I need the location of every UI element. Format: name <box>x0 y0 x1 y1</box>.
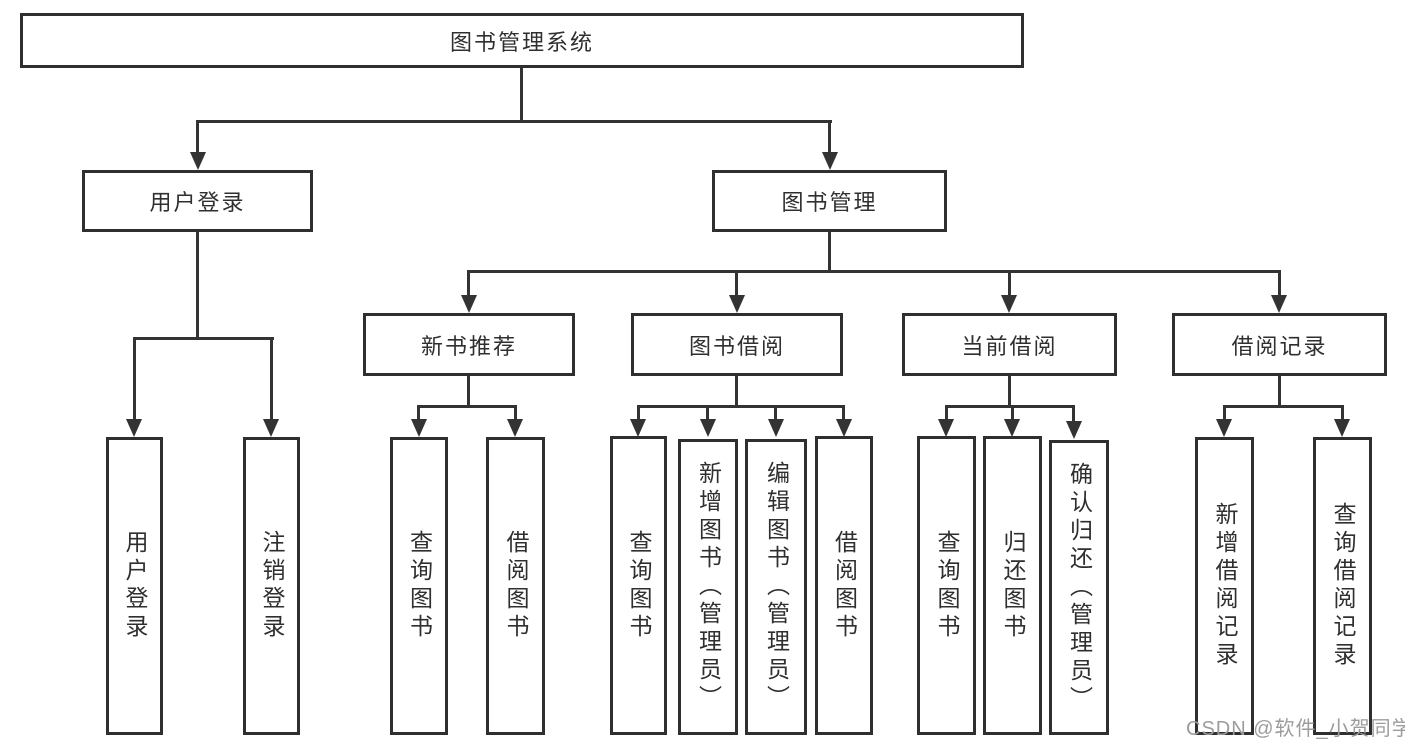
arrowhead-down-icon <box>1004 419 1020 437</box>
connector-user-login-branch <box>133 337 274 340</box>
leaf-confirm-return-admin-label: 确认归还（管理员） <box>1066 461 1093 714</box>
node-user-login-label: 用户登录 <box>149 190 246 215</box>
arrowhead-down-icon <box>768 419 784 437</box>
connector-level2-branch <box>196 120 832 123</box>
connector-stem <box>196 120 199 154</box>
node-new-book-recommend: 新书推荐 <box>363 313 575 376</box>
arrowhead-down-icon <box>461 295 477 313</box>
arrowhead-down-icon <box>700 419 716 437</box>
connector-stem <box>514 405 517 421</box>
node-root: 图书管理系统 <box>20 13 1024 68</box>
node-book-borrowing: 图书借阅 <box>631 313 843 376</box>
leaf-return-books: 归还图书 <box>983 436 1042 735</box>
arrowhead-down-icon <box>263 419 279 437</box>
node-borrowing-records-label: 借阅记录 <box>1231 333 1328 359</box>
leaf-add-borrow-record: 新增借阅记录 <box>1195 437 1254 735</box>
leaf-return-books-label: 归还图书 <box>1000 529 1026 642</box>
connector-stem <box>842 405 845 421</box>
node-book-borrowing-label: 图书借阅 <box>688 333 785 359</box>
leaf-logout: 注销登录 <box>243 437 300 735</box>
node-borrowing-records: 借阅记录 <box>1172 313 1387 376</box>
connector-stem <box>467 270 470 297</box>
node-current-borrowing: 当前借阅 <box>902 313 1117 376</box>
connector-stem <box>945 405 948 421</box>
arrowhead-down-icon <box>1066 421 1082 439</box>
leaf-borrow-books-recommend: 借阅图书 <box>486 437 545 735</box>
arrowhead-down-icon <box>938 419 954 437</box>
connector-stem <box>828 120 831 154</box>
arrowhead-down-icon <box>411 419 427 437</box>
leaf-query-books-recommend-label: 查询图书 <box>406 530 433 642</box>
leaf-query-books-current: 查询图书 <box>917 436 976 735</box>
arrowhead-down-icon <box>507 419 523 437</box>
connector-stem <box>1011 405 1014 421</box>
arrowhead-down-icon <box>630 419 646 437</box>
leaf-borrow-books-recommend-label: 借阅图书 <box>503 530 529 642</box>
node-new-book-recommend-label: 新书推荐 <box>420 333 517 359</box>
connector-branch <box>945 405 1075 408</box>
leaf-borrow-books-label: 借阅图书 <box>831 529 858 642</box>
arrowhead-down-icon <box>729 295 745 313</box>
leaf-query-borrow-record: 查询借阅记录 <box>1313 437 1372 735</box>
connector-book-mgmt-stem <box>828 232 831 270</box>
leaf-user-login: 用户登录 <box>106 437 163 735</box>
leaf-edit-books-admin-label: 编辑图书（管理员） <box>763 461 790 713</box>
arrowhead-down-icon <box>822 152 838 170</box>
leaf-user-login-label: 用户登录 <box>122 530 148 642</box>
connector-stem <box>735 376 738 405</box>
connector-stem <box>1278 270 1281 297</box>
connector-branch <box>637 405 845 408</box>
connector-stem <box>706 405 709 421</box>
connector-stem <box>1072 405 1075 421</box>
leaf-add-books-admin: 新增图书（管理员） <box>678 439 738 735</box>
node-user-login: 用户登录 <box>82 170 313 232</box>
leaf-query-books-recommend: 查询图书 <box>390 437 448 735</box>
connector-branch <box>417 405 517 408</box>
connector-user-login-stem <box>196 232 199 337</box>
leaf-logout-label: 注销登录 <box>259 530 285 642</box>
arrowhead-down-icon <box>1216 419 1232 437</box>
connector-stem <box>1278 376 1281 405</box>
leaf-edit-books-admin: 编辑图书（管理员） <box>745 439 807 735</box>
leaf-query-books-borrowing-label: 查询图书 <box>626 529 652 642</box>
connector-stem <box>735 270 738 297</box>
leaf-query-books-borrowing: 查询图书 <box>610 436 667 735</box>
leaf-query-borrow-record-label: 查询借阅记录 <box>1330 502 1356 670</box>
connector-stem <box>1008 376 1011 405</box>
leaf-add-borrow-record-label: 新增借阅记录 <box>1212 502 1238 670</box>
csdn-watermark: CSDN @软件_小贺同学 <box>1186 718 1405 740</box>
arrowhead-down-icon <box>190 152 206 170</box>
arrowhead-down-icon <box>836 419 852 437</box>
arrowhead-down-icon <box>126 419 142 437</box>
connector-stem <box>1008 270 1011 297</box>
connector-branch <box>1223 405 1344 408</box>
leaf-borrow-books: 借阅图书 <box>815 436 873 735</box>
leaf-add-books-admin-label: 新增图书（管理员） <box>695 461 722 713</box>
arrowhead-down-icon <box>1334 419 1350 437</box>
connector-stem <box>417 405 420 421</box>
leaf-query-books-current-label: 查询图书 <box>934 529 960 642</box>
node-book-management: 图书管理 <box>712 170 947 232</box>
connector-stem <box>1341 405 1344 421</box>
connector-level3-branch <box>467 270 1281 273</box>
arrowhead-down-icon <box>1271 295 1287 313</box>
connector-stem <box>270 337 273 421</box>
node-root-label: 图书管理系统 <box>449 29 594 55</box>
leaf-confirm-return-admin: 确认归还（管理员） <box>1049 440 1109 735</box>
connector-root-stem <box>520 68 523 120</box>
node-book-management-label: 图书管理 <box>781 190 878 215</box>
connector-stem <box>467 376 470 405</box>
node-current-borrowing-label: 当前借阅 <box>961 333 1058 359</box>
connector-stem <box>133 337 136 421</box>
connector-stem <box>637 405 640 421</box>
connector-stem <box>774 405 777 421</box>
arrowhead-down-icon <box>1001 295 1017 313</box>
connector-stem <box>1223 405 1226 421</box>
